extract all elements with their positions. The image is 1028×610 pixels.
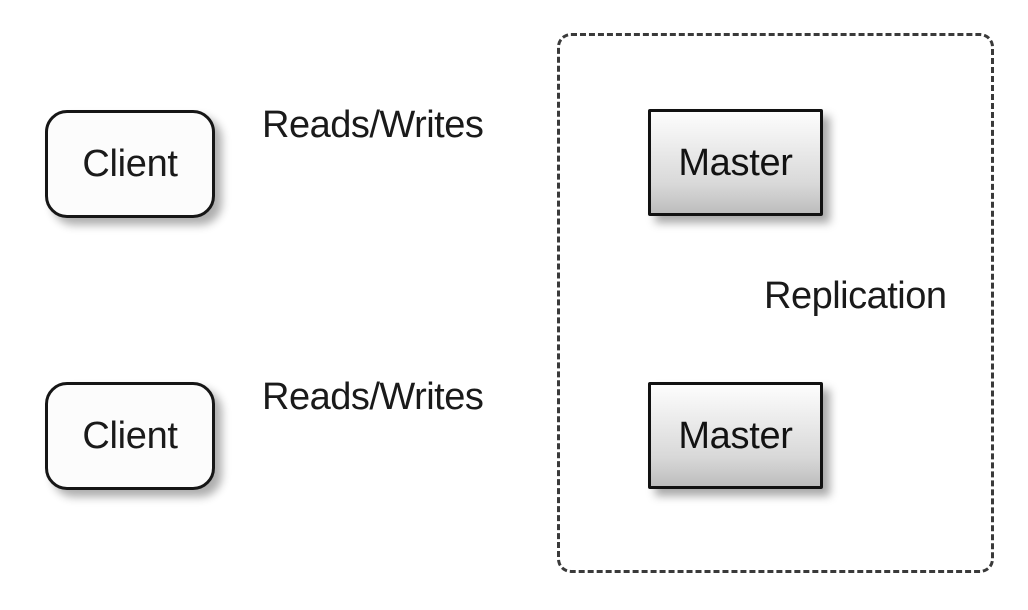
node-label-master-top: Master: [678, 141, 793, 184]
edge-label-reads-writes-bottom: Reads/Writes: [262, 376, 484, 418]
node-label-client-top: Client: [82, 143, 178, 185]
edge-label-reads-writes-top: Reads/Writes: [262, 104, 484, 146]
node-client-top[interactable]: Client: [45, 110, 215, 218]
node-label-client-bottom: Client: [82, 415, 178, 457]
node-master-bottom[interactable]: Master: [648, 382, 823, 489]
node-label-master-bottom: Master: [678, 414, 793, 457]
node-master-top[interactable]: Master: [648, 109, 823, 216]
edge-label-replication: Replication: [764, 275, 947, 317]
cluster-dashed-boundary: [557, 33, 994, 573]
node-client-bottom[interactable]: Client: [45, 382, 215, 490]
